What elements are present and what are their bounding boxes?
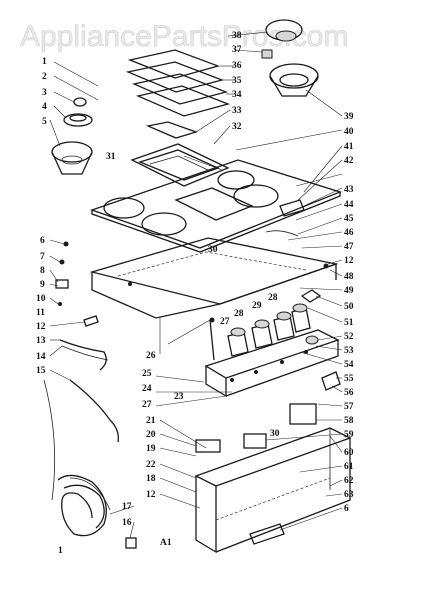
leaders-left xyxy=(49,61,232,539)
callout-1b: 1 xyxy=(58,546,63,556)
cooktop-panel xyxy=(90,159,342,253)
callout-12: 12 xyxy=(36,322,46,332)
callout-8: 8 xyxy=(40,266,45,276)
callout-41: 41 xyxy=(344,142,354,152)
callout-37: 37 xyxy=(232,45,242,55)
callouts-right: 37 38 36 35 34 33 32 31 39 40 41 42 43 4… xyxy=(106,31,354,514)
callout-15: 15 xyxy=(36,366,46,376)
base-enclosure xyxy=(125,427,352,554)
callout-24: 24 xyxy=(142,384,152,394)
callout-25: 25 xyxy=(142,369,152,379)
callout-38: 38 xyxy=(232,31,242,41)
wire-harness xyxy=(43,379,111,537)
callout-40: 40 xyxy=(344,127,354,137)
callout-27r: 27 xyxy=(220,317,230,327)
callout-2: 2 xyxy=(42,72,47,82)
surface-units-left xyxy=(51,97,93,175)
callout-a1: A1 xyxy=(160,538,172,548)
callout-52: 52 xyxy=(344,332,354,342)
callout-44: 44 xyxy=(344,200,354,210)
callout-50: 50 xyxy=(344,302,354,312)
callout-10: 10 xyxy=(36,294,46,304)
callout-19: 19 xyxy=(146,444,156,454)
callouts-left: 1 2 3 4 5 6 7 8 9 10 11 12 13 14 15 20 1… xyxy=(36,57,184,556)
callout-6: 6 xyxy=(40,236,45,246)
callout-26: 26 xyxy=(146,351,156,361)
left-small-parts xyxy=(55,241,119,443)
surface-units-right xyxy=(261,19,319,97)
callout-46: 46 xyxy=(344,228,354,238)
callout-60: 60 xyxy=(344,448,354,458)
callout-5: 5 xyxy=(42,117,47,127)
callout-51: 51 xyxy=(344,318,354,328)
callout-63: 63 xyxy=(344,490,354,500)
callout-28a: 28 xyxy=(234,309,244,319)
switches xyxy=(209,303,311,361)
right-parts xyxy=(195,199,341,453)
callout-36: 36 xyxy=(232,61,242,71)
callout-30a: 30 xyxy=(208,245,218,255)
callout-58: 58 xyxy=(344,416,354,426)
callout-43: 43 xyxy=(344,185,354,195)
top-plate-stack xyxy=(125,49,231,139)
callout-17: 17 xyxy=(122,502,132,512)
callout-13: 13 xyxy=(36,336,46,346)
callout-54: 54 xyxy=(344,360,354,370)
callout-16: 16 xyxy=(122,518,132,528)
callout-18: 18 xyxy=(146,474,156,484)
callout-1: 1 xyxy=(42,57,47,67)
callout-57: 57 xyxy=(344,402,354,412)
callout-35: 35 xyxy=(232,76,242,86)
callout-12r: 12 xyxy=(344,256,354,266)
callout-53: 53 xyxy=(344,346,354,356)
callout-39: 39 xyxy=(344,112,354,122)
callout-28b: 28 xyxy=(268,293,278,303)
callout-56: 56 xyxy=(344,388,354,398)
callout-62: 62 xyxy=(344,476,354,486)
lower-pan xyxy=(89,237,339,319)
callout-55: 55 xyxy=(344,374,354,384)
callout-7: 7 xyxy=(40,252,45,262)
callout-11: 11 xyxy=(36,308,45,318)
callout-34: 34 xyxy=(232,90,242,100)
callout-59: 59 xyxy=(344,430,354,440)
callout-9: 9 xyxy=(40,280,45,290)
callout-4: 4 xyxy=(42,102,47,112)
leaders-right xyxy=(183,31,343,531)
callout-14: 14 xyxy=(36,352,46,362)
callout-30b: 30 xyxy=(270,429,280,439)
callout-42: 42 xyxy=(344,156,354,166)
callout-23: 23 xyxy=(174,392,184,402)
callout-48: 48 xyxy=(344,272,354,282)
callout-33: 33 xyxy=(232,106,242,116)
control-panel xyxy=(204,329,340,398)
callout-3: 3 xyxy=(42,88,47,98)
callout-6r: 6 xyxy=(344,504,349,514)
callout-29: 29 xyxy=(252,301,262,311)
callout-31: 31 xyxy=(106,152,116,162)
callout-49: 49 xyxy=(344,286,354,296)
callout-21: 21 xyxy=(146,416,156,426)
element-frames xyxy=(130,143,254,221)
callout-22: 22 xyxy=(146,460,156,470)
callout-61: 61 xyxy=(344,462,354,472)
callout-27: 27 xyxy=(142,400,152,410)
callout-45: 45 xyxy=(344,214,354,224)
callout-32: 32 xyxy=(232,122,242,132)
callout-20: 20 xyxy=(146,430,156,440)
callout-12b: 12 xyxy=(146,490,156,500)
callout-47: 47 xyxy=(344,242,354,252)
